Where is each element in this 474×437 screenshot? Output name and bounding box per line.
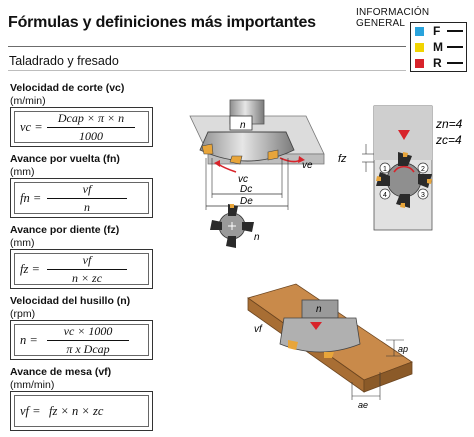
tooth-3: 3 <box>421 192 425 199</box>
label-zn: zn=4 <box>435 117 463 131</box>
subtitle-divider <box>8 70 406 71</box>
label-vc: vc <box>238 174 248 185</box>
formula-label-cutting-speed: Velocidad de corte (vc) <box>10 82 125 94</box>
formula-label-feed-per-rev: Avance por vuelta (fn) <box>10 153 120 165</box>
legend-letter-f: F <box>433 24 441 38</box>
formula-numerator: Dcap × π × n <box>57 111 125 125</box>
label-dc: Dc <box>240 184 252 195</box>
tooth-engagement-illustration: 1 2 3 4 fz zn=4 zc=4 <box>338 105 463 231</box>
formula-box-spindle-speed: n = vc × 1000 π x Dcap <box>10 320 153 360</box>
face-milling-illustration: n vf ap ae <box>247 283 413 410</box>
label-ae: ae <box>358 400 368 410</box>
legend-row-m: M <box>411 40 468 56</box>
label-vf: vf <box>254 324 263 335</box>
legend-row-f: F <box>411 24 468 40</box>
formula-box-feed-per-rev: fn = vf n <box>10 178 153 218</box>
formula-unit-feed-per-rev: (mm) <box>10 166 35 178</box>
page-title: Fórmulas y definiciones más importantes <box>8 14 316 31</box>
formula-box-feed-per-tooth: fz = vf n × zc <box>10 249 153 289</box>
legend-bar-m <box>447 46 463 48</box>
formula-expression: fz × n × zc <box>49 404 104 418</box>
legend-swatch-f <box>415 27 424 36</box>
formula-lhs: vf = <box>20 404 41 418</box>
formula-fraction: vc × 1000 π x Dcap <box>47 324 129 357</box>
legend-row-r: R <box>411 56 468 72</box>
formula-numerator: vf <box>82 182 92 196</box>
tooth-2: 2 <box>421 166 425 173</box>
formula-lhs: n = <box>20 333 38 347</box>
title-divider <box>8 46 406 47</box>
legend-letter-m: M <box>433 40 443 54</box>
formula-fraction: Dcap × π × n 1000 <box>47 111 135 144</box>
formula-label-spindle-speed: Velocidad del husillo (n) <box>10 295 131 307</box>
formula-denominator: 1000 <box>79 129 103 143</box>
legend-letter-r: R <box>433 56 442 70</box>
formula-box-table-feed: vf = fz × n × zc <box>10 391 153 431</box>
tooth-1: 1 <box>383 166 387 173</box>
legend-swatch-m <box>415 43 424 52</box>
milling-cutter-illustration: n ve vc Dc De n <box>189 99 325 248</box>
formula-lhs: fz = <box>20 262 40 276</box>
label-small-n: n <box>254 232 260 243</box>
formula-denominator: n <box>84 200 90 214</box>
formula-numerator: vf <box>82 253 92 267</box>
formula-label-table-feed: Avance de mesa (vf) <box>10 366 112 378</box>
tooth-4: 4 <box>383 192 387 199</box>
small-cutter-top-view <box>210 204 254 248</box>
legend-bar-f <box>447 30 463 32</box>
formula-lhs: vc = <box>20 120 43 134</box>
formula-fraction: vf n × zc <box>47 253 127 286</box>
label-de: De <box>240 196 253 207</box>
formula-unit-feed-per-tooth: (mm) <box>10 237 35 249</box>
label-zc: zc=4 <box>435 133 462 147</box>
formula-unit-cutting-speed: (m/min) <box>10 95 46 107</box>
formula-lhs: fn = <box>20 191 42 205</box>
formula-unit-table-feed: (mm/min) <box>10 379 55 391</box>
label-workpiece-n: n <box>316 304 322 315</box>
formula-unit-spindle-speed: (rpm) <box>10 308 36 320</box>
label-fz: fz <box>338 153 347 165</box>
formula-denominator: π x Dcap <box>66 342 110 356</box>
formula-fraction: vf n <box>47 182 127 215</box>
formula-numerator: vc × 1000 <box>63 324 113 338</box>
section-subtitle: Taladrado y fresado <box>9 54 119 68</box>
legend-swatch-r <box>415 59 424 68</box>
label-n: n <box>240 120 246 131</box>
legend-bar-r <box>447 62 463 64</box>
formula-box-cutting-speed: vc = Dcap × π × n 1000 <box>10 107 153 147</box>
label-ve: ve <box>302 160 313 171</box>
formula-label-feed-per-tooth: Avance por diente (fz) <box>10 224 120 236</box>
label-ap: ap <box>398 344 408 354</box>
formula-denominator: n × zc <box>71 271 103 285</box>
general-info-label: INFORMACIÓN GENERAL <box>356 7 430 29</box>
material-legend: F M R <box>410 22 467 72</box>
